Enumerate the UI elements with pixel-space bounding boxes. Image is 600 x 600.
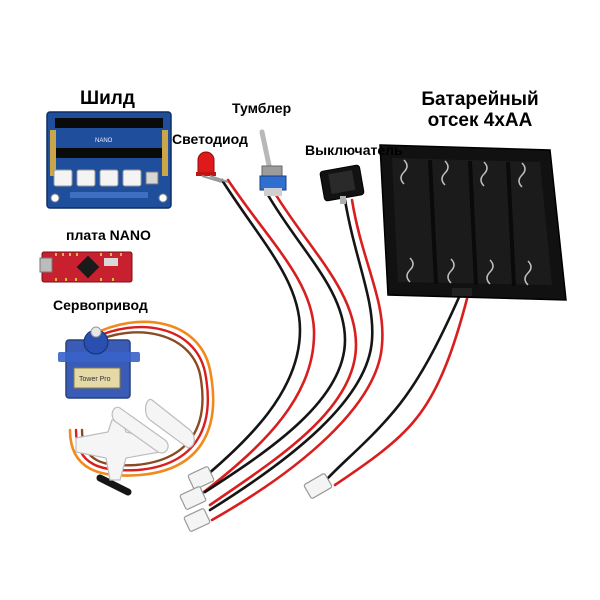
jst-connectors <box>179 466 333 532</box>
shield-connectors <box>53 169 159 187</box>
toggle-switch <box>259 129 287 196</box>
toggle-wire-red <box>208 193 358 507</box>
nano-board <box>39 251 133 283</box>
led-wire-black <box>193 178 302 487</box>
led-wire-red <box>198 178 316 497</box>
label-shield: Шилд <box>80 88 135 109</box>
shield-board-marking: NANO <box>95 138 113 144</box>
rocker-switch <box>319 164 365 204</box>
jst-connector <box>187 466 215 490</box>
label-battery-line2: отсек 4хАА <box>427 109 533 131</box>
switch-wire-red <box>210 198 384 522</box>
battery-wire-black <box>326 293 462 480</box>
servo-sticker-text: Tower Pro <box>79 376 111 383</box>
servo-horn-short <box>111 406 169 454</box>
jst-connector <box>183 508 211 532</box>
led <box>196 151 229 183</box>
servo: Tower Pro <box>58 326 140 399</box>
servo-horns <box>75 398 195 481</box>
servo-horn-long <box>144 398 195 449</box>
wires <box>68 178 470 522</box>
servo-wire-red <box>74 326 209 472</box>
servo-lead <box>96 474 132 496</box>
label-nano: плата NANO <box>66 227 151 243</box>
jst-connector <box>179 486 207 510</box>
label-battery-line1: Батарейный <box>421 89 539 110</box>
label-servo: Сервопривод <box>53 297 148 313</box>
label-led: Светодиод <box>172 131 248 147</box>
battery-holder <box>379 144 567 301</box>
toggle-wire-black <box>203 193 347 494</box>
jst-connector <box>303 473 333 499</box>
shield-board: NANO <box>46 111 172 209</box>
label-battery: Батарейный отсек 4хАА <box>404 89 556 132</box>
label-toggle: Тумблер <box>232 100 292 116</box>
label-switch: Выключатель <box>305 142 403 158</box>
battery-wire-red <box>333 293 470 487</box>
servo-wire-brown <box>80 331 204 467</box>
switch-wire-black <box>208 198 374 512</box>
servo-wire-orange <box>68 320 215 477</box>
